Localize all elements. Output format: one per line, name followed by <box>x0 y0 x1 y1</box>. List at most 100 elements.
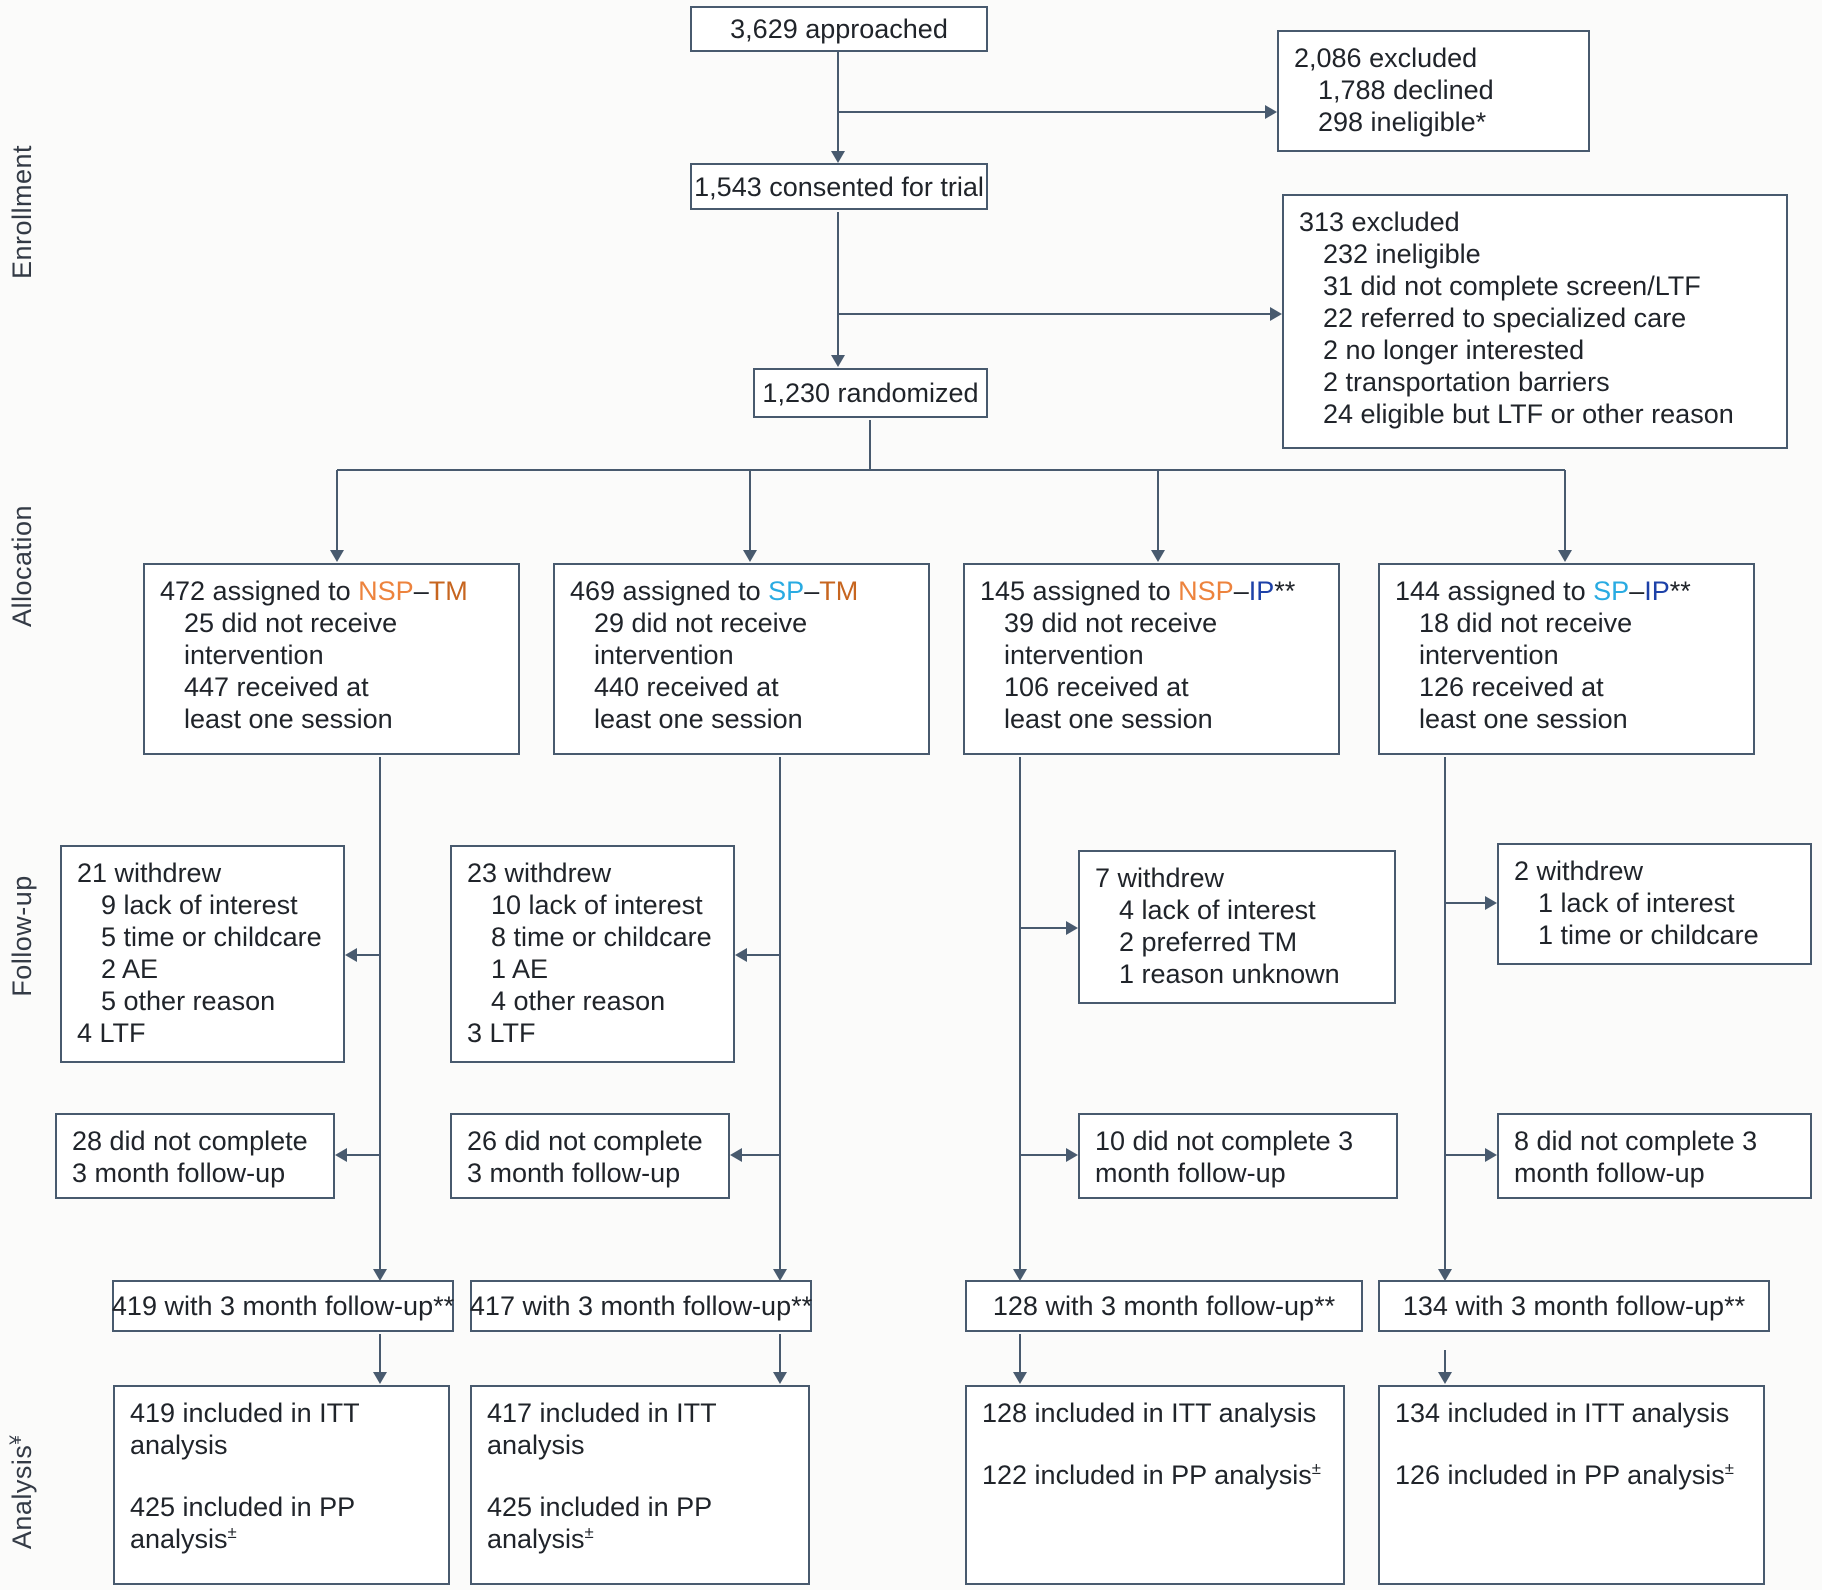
assigned-segment: TM <box>428 576 468 606</box>
analysis-pp-text: 425 included in PP analysis <box>130 1492 355 1554</box>
connector-not-complete-arm-2 <box>742 1154 780 1156</box>
analysis-itt-text: 419 included in ITT analysis <box>130 1398 360 1460</box>
connector-followup-analysis-arm-1 <box>379 1334 381 1372</box>
analysis-pp-text: 126 included in PP analysis <box>1395 1460 1725 1490</box>
connector-into-arm-1 <box>336 470 338 551</box>
assigned-segment: SP <box>1593 576 1630 606</box>
allocation-detail-line: 18 did not receive <box>1419 608 1633 638</box>
excluded-screen-line: 232 ineligible <box>1323 239 1481 269</box>
assigned-segment: TM <box>819 576 859 606</box>
not-complete-text: 26 did not complete 3 month follow-up <box>467 1126 703 1188</box>
assigned-segment: ** <box>1274 576 1296 606</box>
allocation-detail-line: intervention <box>184 640 324 670</box>
excluded-top-line: 298 ineligible* <box>1318 107 1487 137</box>
stage-label-enrollment: Enrollment <box>6 145 38 279</box>
stage-label-text: Analysis <box>7 1444 37 1550</box>
withdrew-line: 5 time or childcare <box>101 922 322 952</box>
withdrew-line: 4 lack of interest <box>1119 895 1316 925</box>
followup-box-arm-1: 419 with 3 month follow-up** <box>112 1280 454 1332</box>
followup-box-arm-2: 417 with 3 month follow-up** <box>470 1280 812 1332</box>
arrowhead-into-followup-arm-4 <box>1438 1269 1452 1281</box>
analysis-pp-line: 122 included in PP analysis± <box>982 1459 1328 1491</box>
arrowhead-into-arm-4 <box>1558 550 1572 562</box>
analysis-pp-line: 126 included in PP analysis± <box>1395 1459 1748 1491</box>
analysis-pp-superscript: ± <box>584 1523 594 1542</box>
allocation-detail-line: least one session <box>184 704 393 734</box>
consented-text: 1,543 consented for trial <box>694 171 984 202</box>
arrowhead-into-not-complete-arm-4 <box>1485 1148 1497 1162</box>
arrowhead-into-withdrew-arm-2 <box>735 948 747 962</box>
connector-arm-3-spine <box>1019 757 1021 1269</box>
assigned-line: 469 assigned to SP–TM <box>570 575 913 607</box>
arrowhead-into-analysis-arm-2 <box>773 1372 787 1384</box>
connector-approached-to-consented <box>837 52 839 152</box>
withdrew-line: 9 lack of interest <box>101 890 298 920</box>
arrowhead-into-followup-arm-1 <box>373 1269 387 1281</box>
excluded-top-line: 2,086 excluded <box>1294 43 1478 73</box>
approached-box: 3,629 approached <box>690 6 988 52</box>
allocation-detail-line: intervention <box>594 640 734 670</box>
connector-not-complete-arm-1 <box>347 1154 380 1156</box>
connector-not-complete-arm-3 <box>1020 1154 1066 1156</box>
allocation-box-arm-4: 144 assigned to SP–IP**18 did not receiv… <box>1378 563 1755 755</box>
connector-withdrew-arm-4 <box>1445 902 1485 904</box>
assigned-segment: – <box>804 576 820 606</box>
allocation-box-arm-3: 145 assigned to NSP–IP**39 did not recei… <box>963 563 1340 755</box>
withdrew-line: 1 lack of interest <box>1538 888 1735 918</box>
allocation-detail-line: 29 did not receive <box>594 608 808 638</box>
allocation-detail-line: least one session <box>1419 704 1628 734</box>
withdrew-line: 1 AE <box>491 954 549 984</box>
withdrew-line: 8 time or childcare <box>491 922 712 952</box>
followup-text: 128 with 3 month follow-up** <box>992 1291 1336 1321</box>
withdrew-line: 1 time or childcare <box>1538 920 1759 950</box>
assigned-segment: NSP <box>1178 576 1234 606</box>
consented-box: 1,543 consented for trial <box>690 163 988 210</box>
stage-label-text: Allocation <box>7 504 37 628</box>
analysis-pp-superscript: ± <box>1311 1459 1321 1478</box>
arrowhead-into-arm-3 <box>1151 550 1165 562</box>
connector-withdrew-arm-2 <box>747 954 780 956</box>
connector-not-complete-arm-4 <box>1445 1154 1485 1156</box>
connector-into-arm-2 <box>749 470 751 551</box>
connector-followup-analysis-arm-4 <box>1444 1350 1446 1372</box>
withdrew-line: 2 AE <box>101 954 159 984</box>
assigned-segment: – <box>413 576 429 606</box>
withdrew-line: 1 reason unknown <box>1119 959 1340 989</box>
arrowhead-into-withdrew-arm-4 <box>1485 896 1497 910</box>
not-complete-box-arm-4: 8 did not complete 3 month follow-up <box>1497 1113 1812 1199</box>
withdrew-line: 21 withdrew <box>77 858 222 888</box>
withdrew-line: 5 other reason <box>101 986 276 1016</box>
withdrew-line: 2 withdrew <box>1514 856 1644 886</box>
withdrew-line: 10 lack of interest <box>491 890 703 920</box>
analysis-pp-text: 122 included in PP analysis <box>982 1460 1312 1490</box>
allocation-detail-line: 126 received at <box>1419 672 1604 702</box>
stage-label-followup: Follow-up <box>6 875 38 997</box>
assigned-segment: ** <box>1669 576 1691 606</box>
withdrew-line: 2 preferred TM <box>1119 927 1298 957</box>
analysis-itt-text: 134 included in ITT analysis <box>1395 1398 1730 1428</box>
stage-label-superscript: ¥ <box>6 1434 25 1445</box>
assigned-segment: NSP <box>358 576 414 606</box>
approached-text: 3,629 approached <box>730 14 948 44</box>
allocation-detail-line: 39 did not receive <box>1004 608 1218 638</box>
withdrew-line: 23 withdrew <box>467 858 612 888</box>
allocation-box-arm-1: 472 assigned to NSP–TM 25 did not receive… <box>143 563 520 755</box>
analysis-itt-text: 417 included in ITT analysis <box>487 1398 717 1460</box>
allocation-detail-line: 25 did not receive <box>184 608 398 638</box>
withdrew-line: 7 withdrew <box>1095 863 1225 893</box>
analysis-box-arm-1: 419 included in ITT analysis 425 included… <box>113 1385 450 1585</box>
assigned-segment: 472 assigned to <box>160 576 359 606</box>
arrowhead-into-withdrew-arm-3 <box>1066 921 1078 935</box>
arrowhead-into-analysis-arm-4 <box>1438 1372 1452 1384</box>
followup-box-arm-3: 128 with 3 month follow-up** <box>965 1280 1363 1332</box>
analysis-pp-superscript: ± <box>227 1523 237 1542</box>
arrowhead-into-excluded-top <box>1265 105 1277 119</box>
connector-consented-to-randomized <box>837 212 839 356</box>
